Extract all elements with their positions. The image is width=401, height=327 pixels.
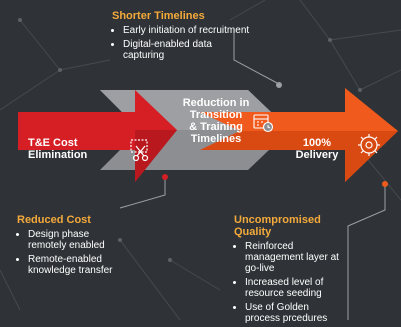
bullet-item: Reinforced management layer at go-live xyxy=(245,241,344,274)
section-uncompromised-quality: Uncompromised Quality Reinforced managem… xyxy=(234,214,344,327)
bullet-item: Early initiation of recruitment xyxy=(123,25,252,36)
bullet-list: Reinforced management layer at go-live I… xyxy=(234,241,344,324)
left-connector-line xyxy=(119,178,166,209)
bullet-item: Use of Golden process prcedures xyxy=(245,302,344,324)
scissors-cut-icon xyxy=(130,139,149,162)
section-heading: Reduced Cost xyxy=(17,214,91,226)
bullet-item: Increased level of resource seeding xyxy=(245,277,344,299)
bullet-list: Early initiation of recruitment Digital-… xyxy=(112,25,252,61)
arrow-label-transition-timelines: Reduction in Transition & Training Timel… xyxy=(182,97,250,145)
right-connector-line xyxy=(347,185,386,320)
gear-cog-icon xyxy=(358,134,380,156)
bullet-item: Remote-enabled knowledge transfer xyxy=(28,254,127,276)
arrow-label-cost-elimination: T&E Cost Elimination xyxy=(28,137,88,161)
bullet-item: Design phase remotely enabled xyxy=(28,229,127,251)
arrow-label-full-delivery: 100% Delivery xyxy=(295,137,339,161)
section-shorter-timelines: Shorter Timelines Early initiation of re… xyxy=(112,10,252,64)
background-network-graphic xyxy=(0,0,401,320)
section-reduced-cost: Reduced Cost Design phase remotely enabl… xyxy=(17,214,127,279)
left-connector-dot xyxy=(162,174,168,180)
top-connector-dot xyxy=(276,82,282,88)
top-connector-line xyxy=(233,28,280,85)
calendar-clock-icon xyxy=(253,114,274,133)
section-heading: Uncompromised Quality xyxy=(234,214,321,238)
section-heading: Shorter Timelines xyxy=(112,10,205,22)
bullet-item: Digital-enabled data capturing xyxy=(123,39,252,61)
bullet-list: Design phase remotely enabled Remote-ena… xyxy=(17,229,127,276)
right-connector-dot xyxy=(382,181,388,187)
